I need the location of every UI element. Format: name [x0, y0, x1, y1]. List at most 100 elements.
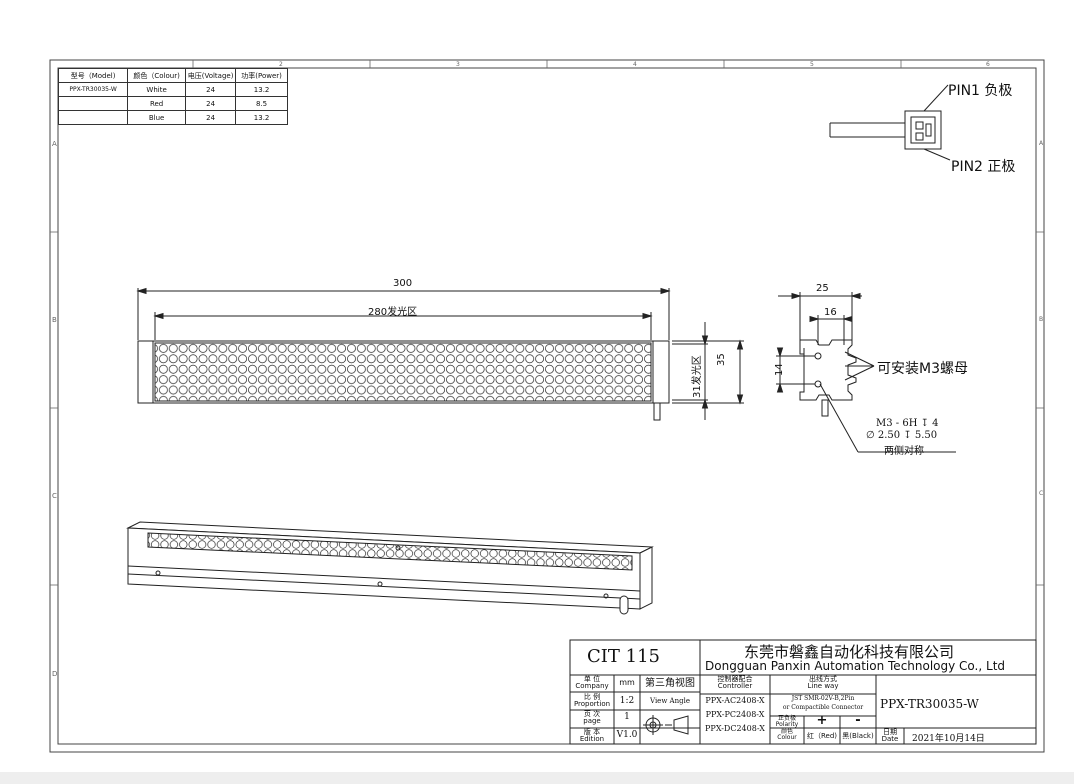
cell-colour: Red	[127, 96, 186, 111]
lineway-line2: or Compactible Connector	[782, 704, 864, 711]
header-model: 型号（Model)	[57, 68, 129, 83]
zone-letter-c: C	[52, 492, 57, 500]
lineway-label: 出线方式 Line way	[770, 675, 876, 691]
front-view	[136, 287, 744, 421]
cell-colour: White	[127, 82, 186, 97]
zone-number-5: 5	[810, 61, 814, 68]
proportion-label-en: Proportion	[573, 700, 611, 709]
table-row: Red 24 8.5	[57, 96, 288, 111]
zone-letter-a: A	[52, 140, 57, 148]
unit-label: 单 位 Company	[570, 675, 614, 691]
unit-label-en: Company	[575, 682, 609, 691]
table-row: PPX-TR30035-W White 24 13.2	[57, 82, 288, 97]
controller-label-en: Controller	[717, 682, 753, 691]
bottom-strip	[0, 772, 1074, 784]
cell-power: 13.2	[235, 82, 288, 97]
proportion-value: 1:2	[619, 696, 635, 706]
polarity-label-cn: 正负极	[777, 715, 796, 722]
side-view	[776, 292, 956, 453]
colour-label-en: Colour	[777, 734, 797, 742]
dim-emit-length: 280发光区	[368, 307, 418, 318]
unit-value: mm	[619, 678, 635, 687]
hole-spec-line3: 两侧对称	[884, 446, 924, 457]
zone-letter-b: B	[52, 316, 57, 324]
controller-pc: PPX-PC2408-X	[705, 710, 765, 719]
projection-en: View Angle	[650, 697, 690, 705]
polarity-label-en: Polarity	[775, 721, 799, 729]
cell-power: 13.2	[235, 110, 288, 125]
zone-letter-a-right: A	[1039, 140, 1044, 147]
zone-number-3: 3	[456, 61, 460, 68]
date-label-cn: 日期	[883, 728, 897, 736]
cell-power: 8.5	[235, 96, 288, 111]
date-label: 日期 Date	[876, 728, 904, 744]
spec-table: 型号（Model) 颜色（Colour) 电压(Voltage) 功率(Powe…	[57, 68, 288, 125]
header-voltage: 电压(Voltage)	[184, 68, 237, 83]
cell-model	[57, 110, 129, 125]
controller-ac: PPX-AC2408-X	[705, 696, 765, 705]
controller-dc: PPX-DC2408-X	[705, 724, 765, 733]
dim-width-16: 16	[824, 307, 837, 318]
proportion-label-cn: 比 例	[583, 693, 601, 701]
dim-width-25: 25	[816, 283, 829, 294]
nut-note: 可安装M3螺母	[877, 361, 968, 377]
header-power: 功率(Power)	[235, 68, 288, 83]
title-block-grid	[569, 639, 1037, 745]
zone-letter-b-right: B	[1039, 316, 1044, 323]
cell-voltage: 24	[184, 82, 237, 97]
dim-length: 300	[393, 278, 413, 289]
cell-voltage: 24	[184, 110, 237, 125]
hole-spec-line2: ∅ 2.50 ↧ 5.50	[866, 430, 938, 441]
header-colour: 颜色（Colour)	[127, 68, 186, 83]
zone-letter-d: D	[52, 670, 58, 678]
page-label-en: page	[583, 717, 601, 726]
dim-height-14: 14	[774, 363, 785, 376]
edition-label-cn: 版 本	[583, 728, 601, 736]
cit-number: CIT 115	[587, 646, 660, 667]
polarity-minus: -	[855, 713, 861, 728]
colour-red: 红（Red)	[806, 732, 838, 740]
polarity-plus: +	[816, 713, 828, 728]
colour-black: 黑(Black)	[842, 732, 874, 740]
projection-cn: 第三角视图	[645, 678, 695, 689]
zone-number-6: 6	[986, 61, 990, 68]
edition-label: 版 本 Edition	[570, 728, 614, 744]
edition-value: V1.0	[616, 730, 638, 740]
dim-height: 35	[716, 353, 727, 366]
table-row: Blue 24 13.2	[57, 110, 288, 125]
page-label-cn: 页 次	[583, 710, 601, 718]
pin2-label: PIN2 正极	[951, 159, 1016, 175]
company-name-en: Dongguan Panxin Automation Technology Co…	[705, 659, 1006, 673]
date-label-en: Date	[881, 735, 899, 744]
lineway-line1: JST SMR-02V-B,2Pin	[791, 695, 855, 702]
part-number: PPX-TR30035-W	[880, 697, 979, 711]
dim-emit-height: 31发光区	[692, 355, 703, 398]
company-name-cn: 东莞市磐鑫自动化科技有限公司	[744, 643, 955, 661]
cell-model: PPX-TR30035-W	[57, 82, 129, 97]
proportion-label: 比 例 Proportion	[570, 693, 614, 709]
page-value: 1	[624, 712, 630, 722]
lineway-label-en: Line way	[807, 682, 839, 691]
zone-number-2: 2	[279, 61, 283, 68]
edition-label-en: Edition	[579, 735, 605, 744]
pin1-label: PIN1 负极	[948, 83, 1013, 99]
controller-label: 控制器配合 Controller	[700, 675, 770, 691]
lineway-label-cn: 出线方式	[809, 675, 837, 683]
unit-label-cn: 单 位	[583, 675, 601, 683]
spec-table-header: 型号（Model) 颜色（Colour) 电压(Voltage) 功率(Powe…	[57, 68, 288, 83]
date-value: 2021年10月14日	[912, 734, 985, 744]
colour-label-cn: 颜色	[780, 728, 793, 735]
isometric-view	[126, 521, 654, 615]
polarity-label: 正负极 Polarity	[770, 715, 804, 729]
colour-label: 颜色 Colour	[770, 728, 804, 742]
controller-label-cn: 控制器配合	[717, 675, 753, 683]
connector-drawing	[829, 84, 951, 161]
cell-voltage: 24	[184, 96, 237, 111]
cell-model	[57, 96, 129, 111]
zone-number-4: 4	[633, 61, 637, 68]
zone-letter-c-right: C	[1039, 490, 1044, 497]
page-label: 页 次 page	[570, 710, 614, 726]
hole-spec-line1: M3 - 6H ↧ 4	[876, 418, 939, 429]
